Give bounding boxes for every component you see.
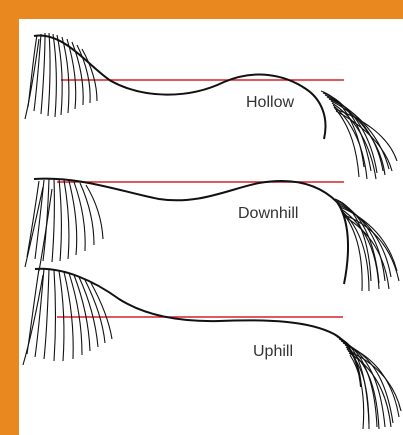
hollow-caption: Hollow bbox=[246, 94, 294, 112]
topline-diagram-svg bbox=[19, 19, 403, 435]
hollow-mane bbox=[25, 33, 97, 119]
downhill-figure bbox=[25, 179, 399, 291]
hollow-figure bbox=[25, 33, 397, 179]
downhill-topline bbox=[34, 179, 348, 284]
uphill-figure bbox=[23, 269, 401, 429]
hollow-tail bbox=[321, 91, 397, 179]
uphill-tail bbox=[337, 337, 401, 429]
diagram-panel: Hollow Downhill Uphill bbox=[19, 19, 403, 435]
uphill-caption: Uphill bbox=[253, 343, 293, 361]
downhill-mane bbox=[25, 179, 103, 271]
uphill-topline bbox=[35, 269, 361, 387]
downhill-caption: Downhill bbox=[238, 205, 298, 223]
hollow-topline bbox=[34, 36, 325, 139]
